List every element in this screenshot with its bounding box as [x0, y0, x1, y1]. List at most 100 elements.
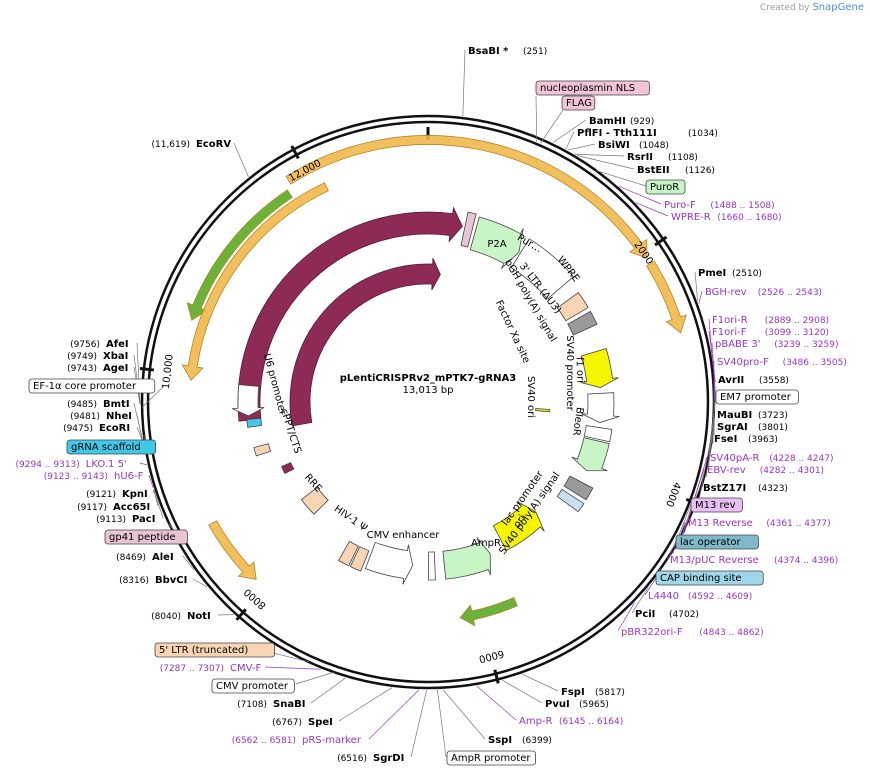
- gp41-block: [281, 461, 295, 475]
- ruler-tick-label: 4000: [663, 480, 682, 508]
- enzyme-position: (1108): [668, 153, 698, 163]
- enzyme-fspi: FspI: [561, 687, 585, 698]
- primer-hu6-f: hU6-F: [114, 471, 144, 482]
- inner-label-u6-promoter: U6 promoter: [261, 352, 288, 417]
- cas9-arc-outer: [237, 206, 463, 422]
- feature-em7-promoter: EM7 promoter: [720, 392, 792, 403]
- ltr5-block-a: [349, 546, 370, 572]
- orange-orf-arc-left: [181, 182, 329, 381]
- enzyme-agei: AgeI: [103, 363, 128, 374]
- enzyme-spei: SpeI: [308, 717, 333, 728]
- leader-line: [535, 95, 538, 142]
- feature-ampr-promoter: AmpR promoter: [451, 753, 531, 764]
- enzyme-afei: AfeI: [106, 339, 129, 350]
- enzyme-position: (1034): [688, 129, 718, 139]
- primer-m13-reverse: M13 Reverse: [688, 518, 753, 529]
- feature-ef1a-core-promoter: EF-1α core promoter: [33, 381, 137, 392]
- enzyme-sgrdi: SgrDI: [373, 753, 404, 764]
- leader-line: [574, 153, 625, 157]
- enzyme-bmti: BmtI: [103, 399, 130, 410]
- primer-f1ori-f: F1ori-F: [712, 327, 747, 338]
- feature-puror-box: [645, 179, 686, 195]
- inner-label-hiv-1-: HIV-1 Ψ: [332, 504, 369, 535]
- feature-flag: FLAG: [566, 98, 592, 109]
- leader-line: [502, 679, 543, 704]
- enzyme-position: (4702): [669, 610, 699, 620]
- u6-promoter-arrow: [231, 384, 265, 417]
- em7-block: [583, 425, 613, 443]
- cppt-block: [253, 443, 272, 457]
- inner-label-f1-ori: f1 ori: [574, 357, 586, 383]
- enzyme-position: (251): [523, 47, 547, 57]
- leader-line: [698, 290, 703, 305]
- enzyme-position: (9756): [70, 340, 100, 350]
- primer-l4440: L4440: [648, 591, 679, 602]
- leader-line: [708, 395, 717, 457]
- enzyme-bsteii: BstEII: [637, 165, 670, 176]
- leader-line: [141, 384, 166, 408]
- feature-gp41-peptide: gp41 peptide: [109, 532, 176, 543]
- leader-line: [552, 119, 587, 143]
- enzyme-position: (3801): [758, 423, 788, 433]
- primer-position: (6145 .. 6164): [559, 717, 623, 727]
- leader-line: [476, 685, 517, 721]
- feature-ef1a-core-promoter-box: [28, 378, 156, 394]
- feature-nucleoplasmin-nls: nucleoplasmin NLS: [540, 83, 635, 94]
- feature-5-ltr-truncated-box: [154, 642, 275, 658]
- inner-label-factor-xa-site: Factor Xa site: [493, 299, 532, 365]
- enzyme-position: (8469): [116, 553, 146, 563]
- primer-position: (1660 .. 1680): [717, 213, 781, 223]
- primer-f1ori-r: F1ori-R: [712, 315, 748, 326]
- ruler-tick: [493, 669, 500, 684]
- orange-orf-arc-top: [285, 135, 648, 259]
- leader-line: [152, 489, 154, 494]
- enzyme-position: (9121): [86, 490, 116, 500]
- primer-position: (4282 .. 4301): [760, 466, 824, 476]
- enzyme-position: (929): [630, 117, 654, 127]
- enzyme-position: (8040): [151, 612, 181, 622]
- puror-arrow: [469, 216, 524, 270]
- feature-gp41-peptide-box: [104, 529, 188, 545]
- sv40-polya-block: [563, 475, 594, 501]
- enzyme-ecorv: EcoRV: [196, 139, 231, 150]
- enzyme-position: (4323): [758, 484, 788, 494]
- leader-line: [264, 666, 321, 670]
- primer-ebv-rev: EBV-rev: [707, 465, 746, 476]
- enzyme-position: (9485): [67, 400, 97, 410]
- enzyme-position: (9749): [67, 352, 97, 362]
- leader-line: [182, 555, 195, 571]
- leader-line: [694, 271, 699, 301]
- feature-grna-scaffold-box: [66, 439, 156, 455]
- primer-lko-1-5-: LKO.1 5': [86, 459, 127, 470]
- ruler-tick: [235, 608, 247, 621]
- enzyme-snabi: SnaBI: [273, 699, 305, 710]
- enzyme-position: (1126): [685, 166, 715, 176]
- inner-label-sv40-ori: SV40 ori: [525, 376, 536, 418]
- ltr5-block-b: [338, 540, 359, 567]
- feature-lac-operator: lac operator: [680, 537, 741, 548]
- feature-cmv-promoter-box: [211, 678, 295, 694]
- primer-position: (4843 .. 4862): [699, 628, 763, 638]
- leader-line: [233, 142, 249, 177]
- primer-position: (2526 .. 2543): [758, 288, 822, 298]
- orange-orf-arc-right: [646, 260, 687, 334]
- primer-sv40pro-f: SV40pro-F: [717, 357, 769, 368]
- leader-line: [295, 671, 335, 685]
- leader-line: [136, 426, 144, 442]
- primer-position: (9294 .. 9313): [16, 460, 80, 470]
- leader-line: [521, 673, 559, 692]
- primer-position: (4374 .. 4396): [774, 556, 838, 566]
- leader-line: [436, 687, 447, 758]
- primer-position: (4592 .. 4609): [688, 592, 752, 602]
- enzyme-nhei: NheI: [106, 411, 132, 422]
- enzyme-pcii: PciI: [635, 609, 655, 620]
- primer-amp-r: Amp-R: [519, 716, 553, 727]
- primer-position: (7287 .. 7307): [160, 664, 224, 674]
- lac-block: [556, 488, 585, 513]
- plasmid-name: pLentiCRISPRv2_mPTK7-gRNA3: [340, 373, 517, 384]
- feature-em7-promoter-box: [715, 389, 799, 405]
- enzyme-position: (7108): [237, 700, 267, 710]
- ruler-tick-label: 8000: [242, 586, 268, 611]
- enzyme-position: (9481): [70, 412, 100, 422]
- leader-line: [442, 689, 486, 740]
